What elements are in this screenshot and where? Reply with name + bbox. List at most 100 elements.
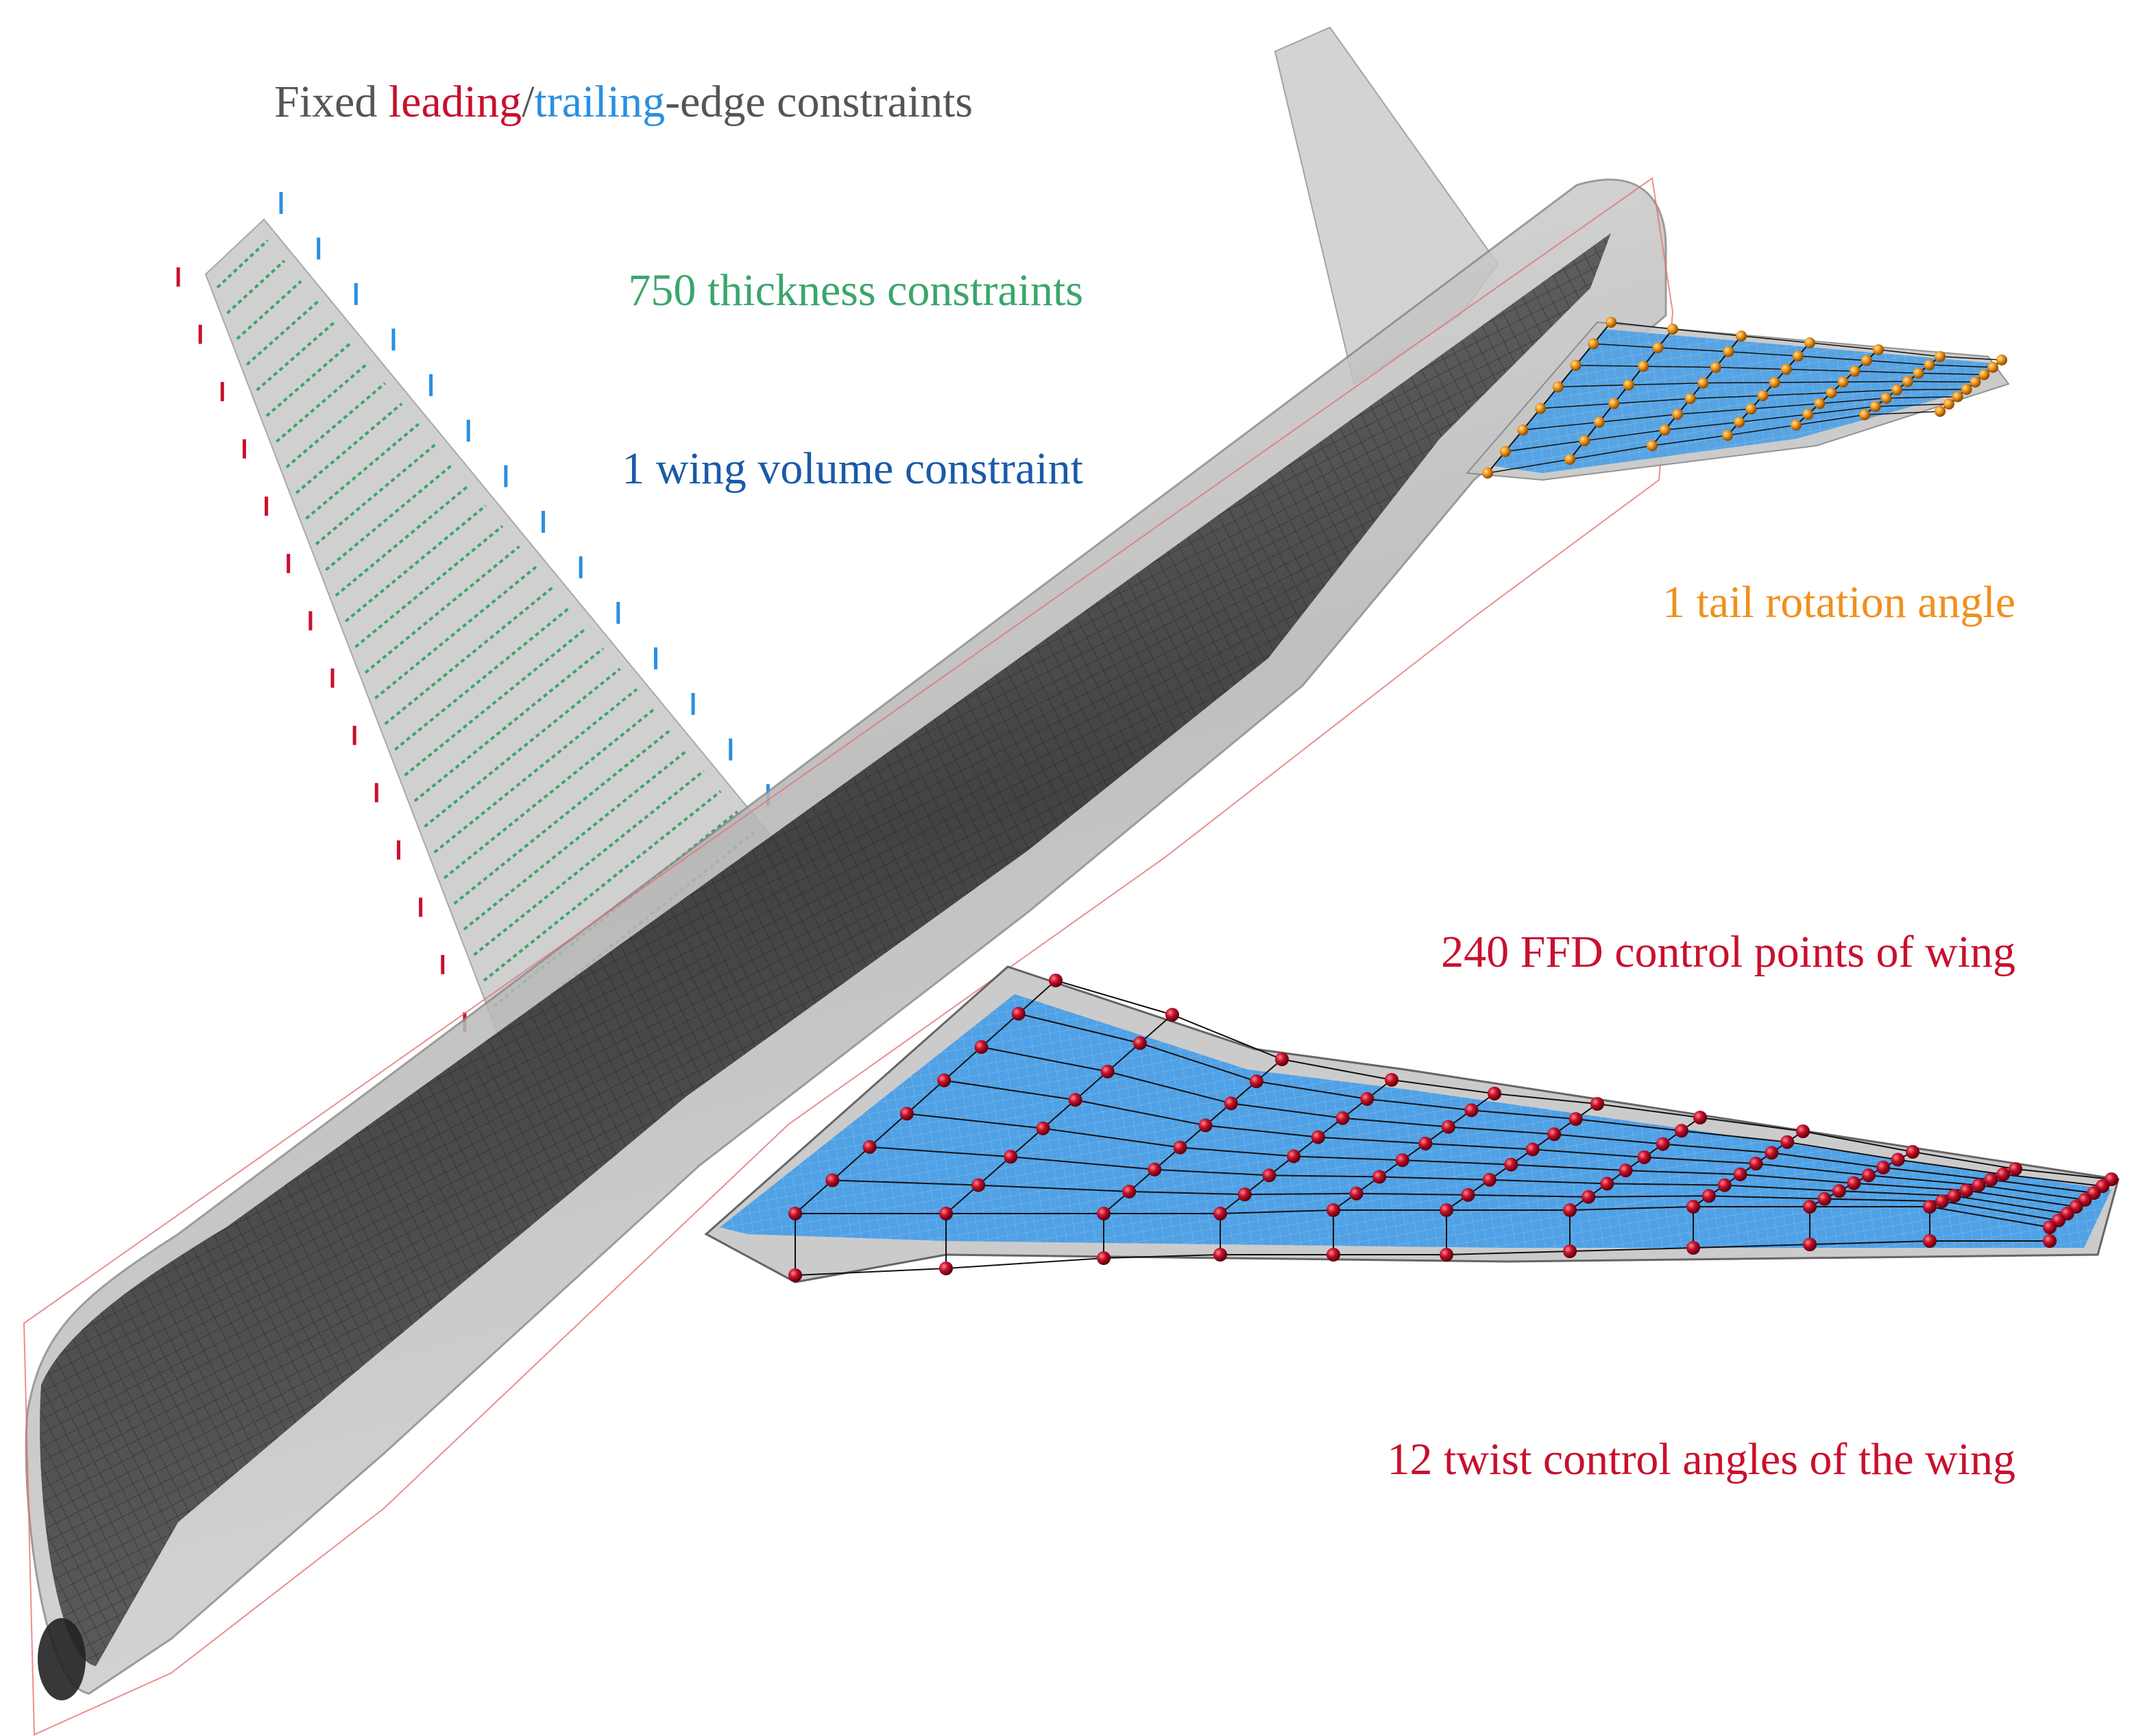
tail-control-point bbox=[1880, 392, 1892, 404]
tail-control-point bbox=[1792, 350, 1804, 362]
wing-control-point bbox=[937, 1073, 952, 1087]
wing-control-point bbox=[1097, 1207, 1111, 1220]
wing-control-point bbox=[1100, 1064, 1115, 1078]
tail-control-point bbox=[1652, 342, 1664, 354]
tail-control-point bbox=[1593, 416, 1605, 428]
tail-rotation-angle-label: 1 tail rotation angle bbox=[1662, 577, 2015, 627]
wing-control-point bbox=[1004, 1150, 1018, 1164]
thickness-constraint-line bbox=[285, 382, 386, 469]
thickness-constraint-line bbox=[305, 422, 420, 520]
wing-control-point bbox=[1619, 1164, 1633, 1178]
wing-control-point bbox=[1213, 1248, 1227, 1262]
tail-control-point bbox=[1978, 369, 1990, 381]
tail-control-point bbox=[1791, 420, 1802, 431]
thickness-constraint-line bbox=[226, 259, 286, 315]
tail-control-point bbox=[1564, 454, 1575, 465]
thickness-constraint-marks bbox=[216, 239, 755, 1033]
thickness-constraint-line bbox=[473, 769, 705, 956]
wing-control-point bbox=[1224, 1096, 1238, 1111]
wing-control-point bbox=[788, 1268, 802, 1282]
wing-control-point bbox=[1440, 1203, 1453, 1217]
wing-control-point bbox=[1249, 1074, 1263, 1089]
tail-control-point bbox=[1913, 367, 1924, 379]
thickness-constraint-line bbox=[483, 790, 722, 982]
wing-control-points bbox=[788, 974, 2118, 1282]
fuselage-ffd-box bbox=[23, 177, 1674, 1736]
wing-control-point bbox=[1923, 1200, 1937, 1214]
thickness-constraint-line bbox=[404, 627, 587, 777]
tail-control-point bbox=[1902, 376, 1913, 387]
thickness-constraint-line bbox=[265, 341, 353, 418]
wing-control-point bbox=[788, 1207, 802, 1220]
wing-control-point bbox=[1198, 1118, 1213, 1133]
tail-control-point bbox=[1849, 365, 1861, 377]
thickness-constraint-line bbox=[295, 402, 403, 494]
wing-control-point bbox=[2043, 1220, 2057, 1234]
leading-word: leading bbox=[389, 77, 522, 127]
wing-control-point bbox=[1097, 1251, 1111, 1265]
wing-control-point bbox=[2043, 1234, 2057, 1248]
thickness-constraint-line bbox=[453, 729, 672, 905]
twist-control-angles-label: 12 twist control angles of the wing bbox=[1387, 1434, 2015, 1484]
tail-control-point bbox=[1769, 376, 1780, 388]
fixed-edge-constraints-label: Fixed leading/trailing-edge constraints bbox=[274, 77, 973, 127]
wing-control-point bbox=[1972, 1178, 1986, 1192]
tail-control-point bbox=[1802, 409, 1814, 420]
wing-ffd-chord-line bbox=[795, 980, 1056, 1214]
tail-control-point bbox=[1861, 354, 1872, 366]
wing-control-point bbox=[1568, 1112, 1583, 1126]
wing-control-point bbox=[1749, 1157, 1763, 1171]
tail-control-point bbox=[1935, 351, 1946, 362]
wing-control-point bbox=[899, 1107, 914, 1121]
tail-control-point bbox=[1684, 393, 1696, 405]
wing-control-point bbox=[1656, 1137, 1670, 1151]
wing-control-point bbox=[1693, 1111, 1707, 1124]
wing-control-point bbox=[1275, 1052, 1289, 1066]
tail-control-point bbox=[1757, 390, 1769, 402]
wing-control-point bbox=[1327, 1248, 1340, 1262]
tail-control-point bbox=[1647, 440, 1658, 451]
wing-control-point bbox=[2009, 1162, 2022, 1176]
wing-control-point bbox=[1049, 974, 1063, 987]
slash: / bbox=[522, 77, 535, 127]
tail-control-points bbox=[1482, 317, 2007, 479]
wing-control-point bbox=[1011, 1006, 1026, 1021]
wing-control-point bbox=[1563, 1244, 1577, 1258]
nose-cap bbox=[38, 1618, 86, 1700]
tail-control-point bbox=[1723, 346, 1734, 357]
thickness-constraint-line bbox=[433, 688, 638, 854]
wing-control-point bbox=[1488, 1087, 1501, 1100]
wing-control-point bbox=[825, 1173, 840, 1188]
wing-control-point bbox=[1262, 1168, 1276, 1183]
wing-control-point bbox=[1733, 1167, 1747, 1181]
wing-control-point bbox=[1360, 1092, 1374, 1106]
wing-control-point bbox=[1173, 1140, 1187, 1155]
wing-control-point bbox=[1122, 1184, 1137, 1198]
thickness-constraint-line bbox=[325, 463, 453, 571]
wing-control-point bbox=[1847, 1176, 1861, 1190]
wing-control-point bbox=[1461, 1188, 1475, 1202]
tail-control-point bbox=[1638, 361, 1649, 372]
tail-control-point bbox=[1736, 330, 1747, 341]
thickness-constraint-line bbox=[245, 300, 319, 366]
wing-control-point bbox=[1132, 1036, 1147, 1050]
wing-control-point bbox=[1311, 1130, 1325, 1144]
thickness-constraint-line bbox=[463, 749, 688, 930]
tail-control-point bbox=[1961, 383, 1972, 395]
wing-control-point bbox=[1068, 1093, 1082, 1107]
wing-control-point bbox=[939, 1207, 953, 1220]
tail-control-point bbox=[1710, 361, 1721, 373]
wing-control-point bbox=[1817, 1192, 1832, 1206]
wing-control-point bbox=[1385, 1073, 1398, 1087]
wing-control-point bbox=[1287, 1149, 1301, 1164]
wing-control-point bbox=[1906, 1145, 1919, 1159]
wing-control-point bbox=[1686, 1241, 1700, 1255]
thickness-constraint-line bbox=[276, 361, 370, 443]
wing-control-point bbox=[1335, 1111, 1350, 1125]
wing-volume-constraint-label: 1 wing volume constraint bbox=[622, 444, 1083, 494]
wing-control-point bbox=[1600, 1177, 1614, 1191]
wing-control-point bbox=[1891, 1153, 1905, 1167]
tail-control-point bbox=[1482, 468, 1493, 479]
trailing-word: trailing bbox=[534, 77, 665, 127]
wing-control-point bbox=[1923, 1234, 1937, 1248]
